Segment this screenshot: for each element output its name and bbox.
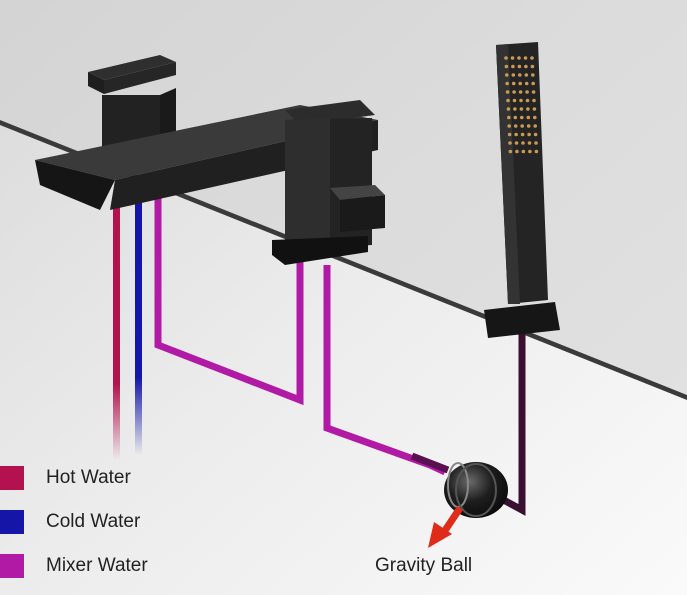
shower-hose — [498, 330, 526, 516]
legend-label-cold: Cold Water — [46, 511, 141, 532]
swatch-mixer — [0, 554, 24, 578]
swatch-cold — [0, 510, 24, 534]
legend-label-mixer: Mixer Water — [46, 555, 148, 576]
gravity-ball-icon — [444, 462, 508, 518]
legend-item-hot: Hot Water — [0, 464, 131, 492]
legend-label-hot: Hot Water — [46, 467, 131, 488]
gravity-ball-label: Gravity Ball — [375, 555, 473, 576]
hand-shower-icon — [484, 42, 560, 338]
mixer-pipe-dark-segment — [410, 452, 450, 474]
legend-item-mixer: Mixer Water — [0, 552, 148, 580]
waterfall-faucet-icon — [35, 55, 385, 265]
legend-item-cold: Cold Water — [0, 508, 140, 536]
swatch-hot — [0, 466, 24, 490]
mixer-pipe-spout-loop — [154, 195, 304, 406]
cold-water-pipe — [135, 195, 142, 455]
arrow-icon — [428, 506, 463, 548]
hot-water-pipe — [113, 205, 120, 460]
